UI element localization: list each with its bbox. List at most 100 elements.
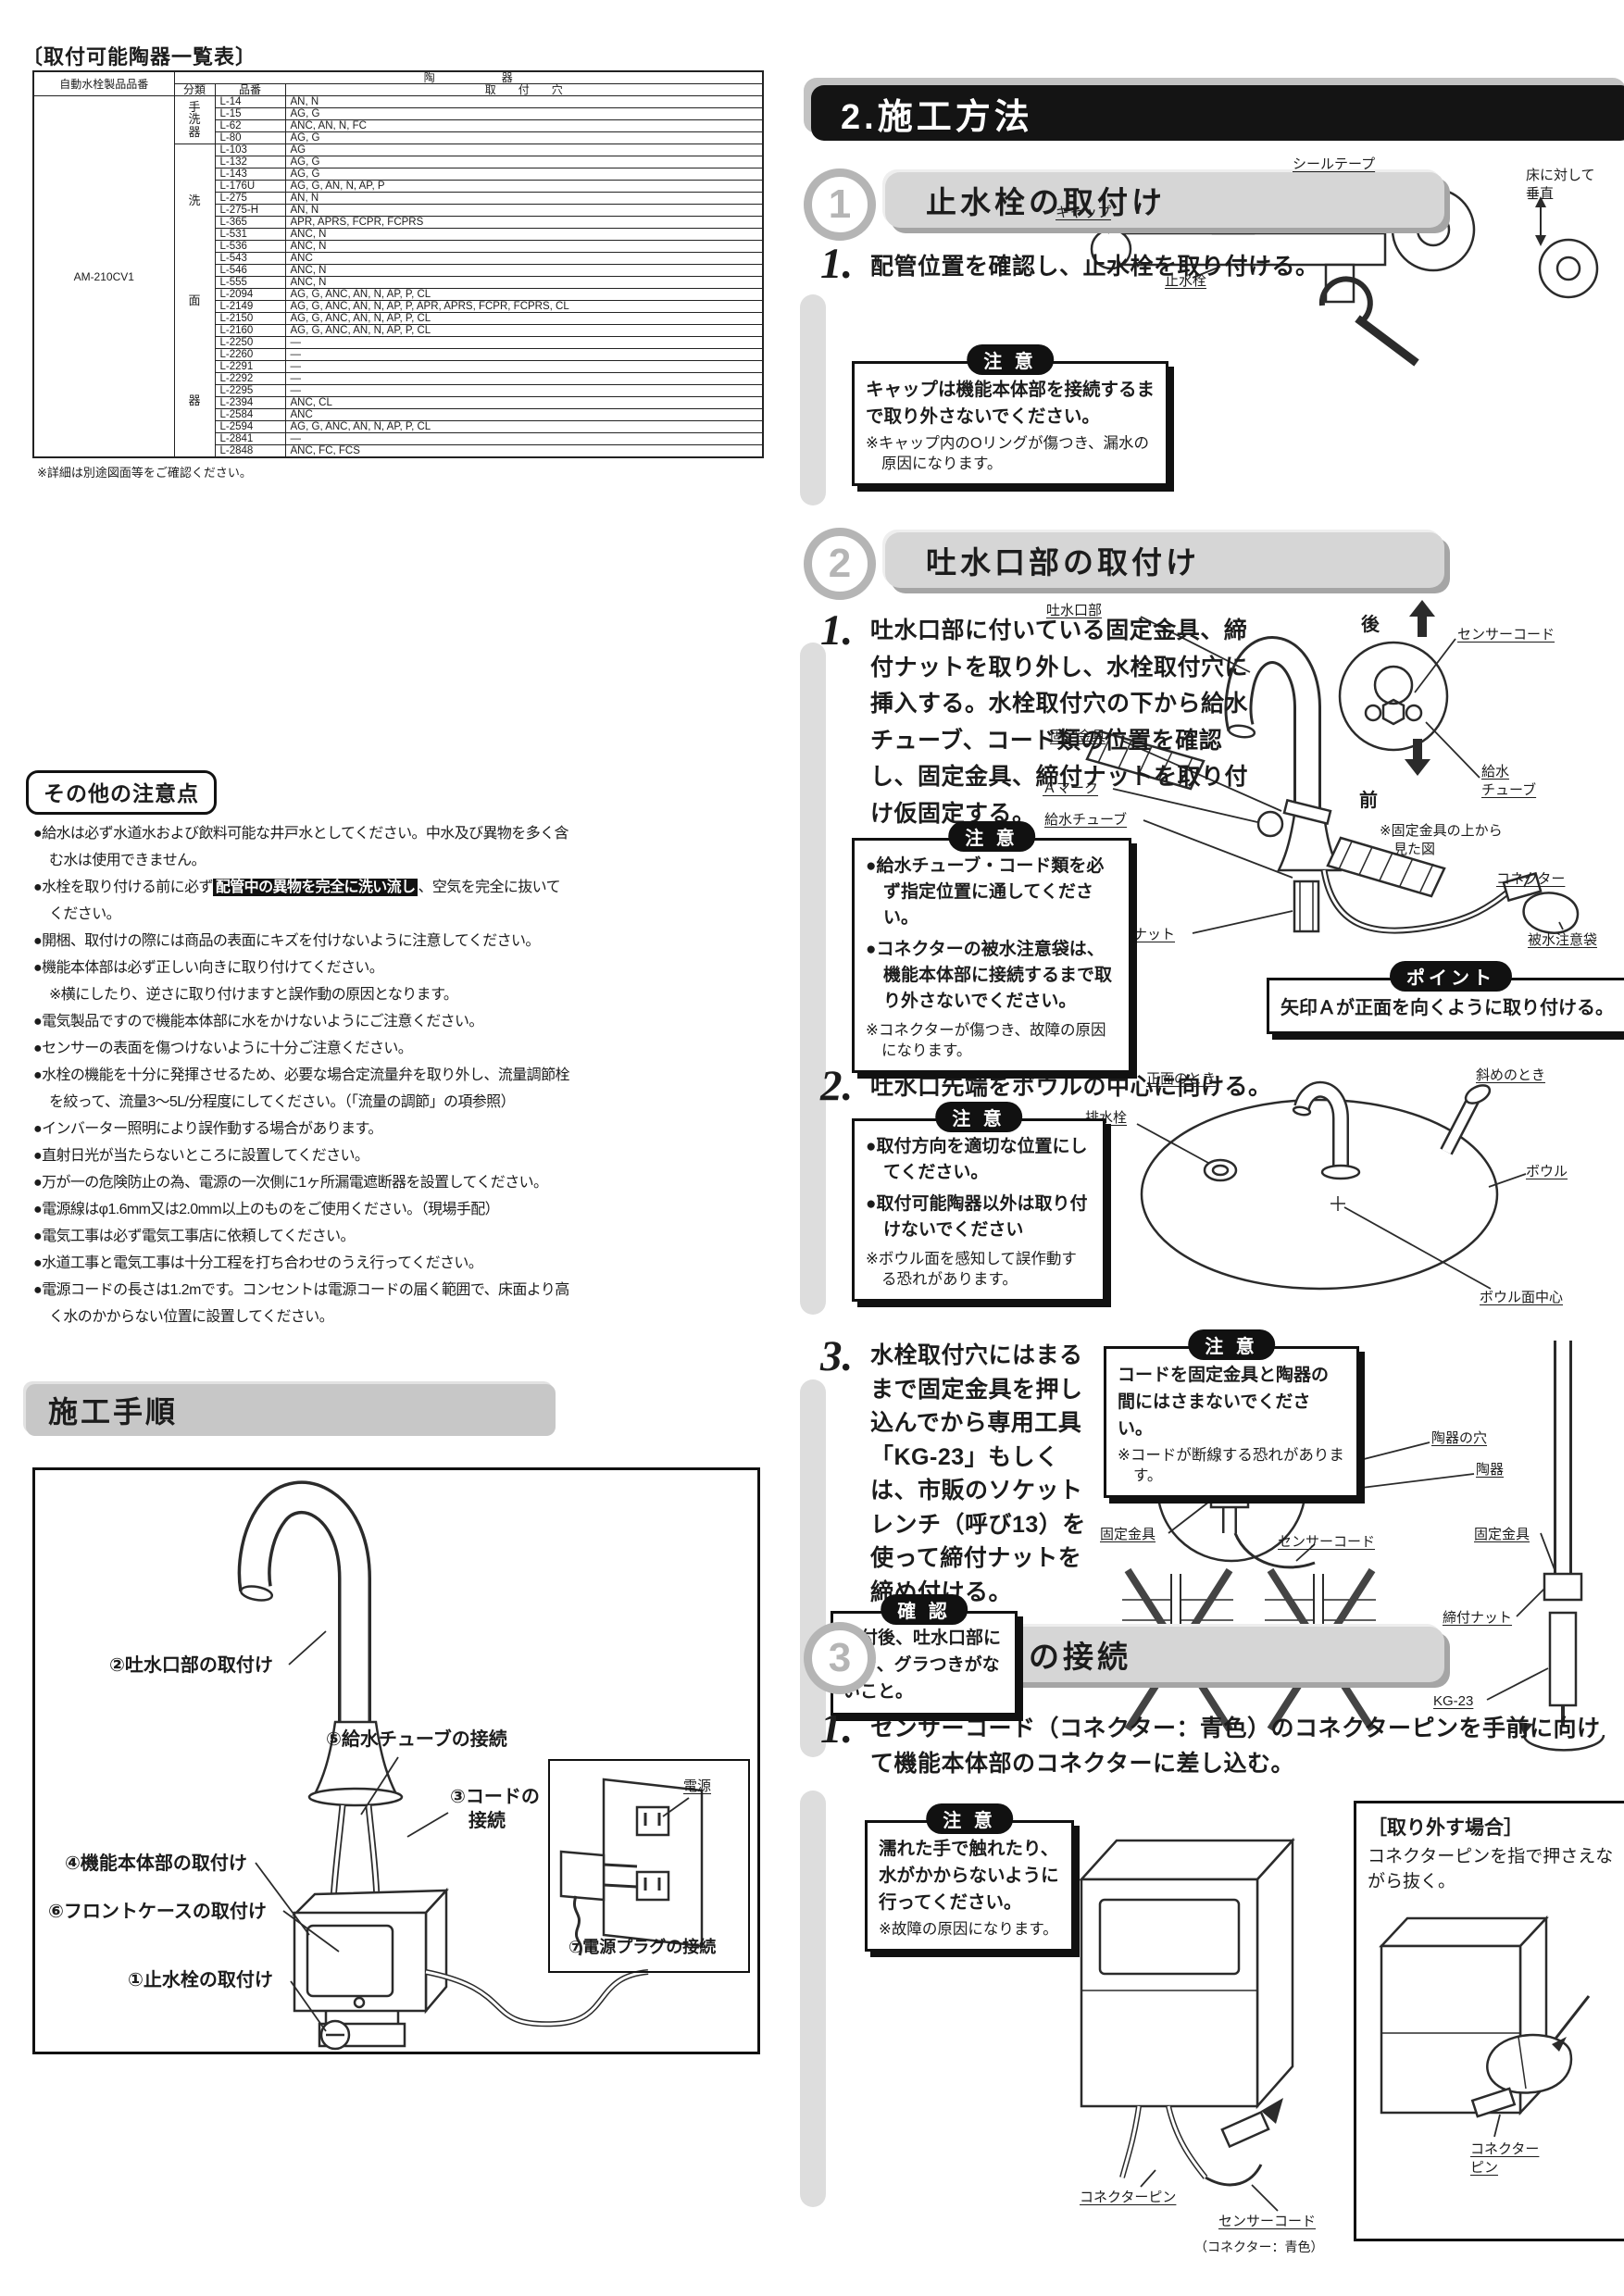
- remove-case-text: コネクターピンを指で押さえながら抜く。: [1368, 1847, 1614, 1891]
- section-title-1: 止水栓の取付け: [885, 172, 1444, 228]
- part-number-cell: L-2250: [214, 336, 286, 349]
- mount-holes-cell: AG, G: [284, 131, 764, 144]
- label-topview-note: ※固定金具の上から 見た図: [1380, 823, 1503, 857]
- col-header-part: 品番: [214, 83, 286, 96]
- mount-holes-cell: AN, N: [284, 95, 764, 108]
- caution-note: ※コネクターが傷つき、故障の原因になります。: [866, 1022, 1106, 1059]
- mount-holes-cell: AG, G, ANC, AN, N, AP, P, CL: [284, 288, 764, 301]
- label-front: 前: [1359, 791, 1378, 811]
- note-item: ●電気製品ですので機能本体部に水をかけないようにご注意ください。: [33, 1014, 483, 1029]
- part-number-cell: L-132: [214, 156, 286, 168]
- label-fixing-bracket1: 固定金具: [1050, 729, 1106, 744]
- mount-holes-cell: AG: [284, 144, 764, 156]
- table-row: L-2841—: [33, 432, 764, 445]
- part-number-cell: L-2594: [214, 420, 286, 433]
- caution-bullet: ●給水チューブ・コード類を必ず指定位置に通してください。: [866, 856, 1105, 928]
- part-number-cell: L-2292: [214, 372, 286, 385]
- caution-bullet: ●コネクターの被水注意袋は、機能本体部に接続するまで取り外さないでください。: [866, 940, 1113, 1011]
- label-supply-tube-l: 給水チューブ: [1044, 812, 1128, 828]
- other-notes-list: ●給水は必ず水道水および飲料可能な井戸水としてください。中水及び異物を多く含む水…: [33, 820, 570, 1330]
- remove-case-title: ［取り外す場合］: [1368, 1817, 1523, 1839]
- part-number-cell: L-275-H: [214, 204, 286, 217]
- mount-holes-cell: AG, G, AN, N, AP, P: [284, 180, 764, 193]
- part-number-cell: L-2150: [214, 312, 286, 325]
- mount-holes-cell: AG, G, ANC, AN, N, AP, P, CL: [284, 420, 764, 433]
- mount-holes-cell: AG, G: [284, 107, 764, 120]
- mount-holes-cell: AN, N: [284, 192, 764, 205]
- note-item: ●電気工事は必ず電気工事店に依頼してください。: [33, 1229, 356, 1244]
- label-connector-pin2: コネクター ピン: [1470, 2141, 1540, 2176]
- point-tag: ポイント: [1390, 961, 1512, 992]
- label-kg23: KG-23: [1433, 1693, 1474, 1709]
- point-box: ポイント 矢印Ａが正面を向くように取り付ける。: [1267, 961, 1624, 1034]
- caution-box-2: 注 意 ●給水チューブ・コード類を必ず指定位置に通してください。 ●コネクターの…: [852, 821, 1131, 1073]
- mount-holes-cell: ANC, N: [284, 264, 764, 277]
- label-sensor-cord2: センサーコード: [1278, 1534, 1376, 1550]
- note-item: ●インバーター照明により誤作動する場合があります。: [33, 1121, 382, 1137]
- bowl-aim-art: [1136, 1080, 1527, 1291]
- section-number-1: 1: [804, 168, 876, 241]
- part-number-cell: L-275: [214, 192, 286, 205]
- caution-tag: 注 意: [967, 344, 1054, 375]
- highlighted-note-text: 配管中の異物を完全に洗い流し: [212, 879, 418, 896]
- label-stopvalve-install: ①止水栓の取付け: [128, 1970, 273, 1990]
- label-angled-case: 斜めのとき: [1476, 1067, 1546, 1083]
- caution-note: ※ボウル面を感知して誤作動する恐れがあります。: [866, 1251, 1077, 1288]
- part-number-cell: L-143: [214, 168, 286, 181]
- note-item: ●水栓の機能を十分に発揮させるため、必要な場合定流量弁を取り外し、流量調節栓を絞…: [33, 1067, 569, 1110]
- caution-note: ※故障の原因になります。: [879, 1921, 1058, 1938]
- col-header-ceramic-group: 陶 器: [173, 70, 764, 84]
- caution-box-3: 注 意 ●取付方向を適切な位置にしてください。 ●取付可能陶器以外は取り付けない…: [852, 1102, 1106, 1302]
- part-number-cell: L-555: [214, 276, 286, 289]
- mount-holes-cell: —: [284, 372, 764, 385]
- caution-tag: 注 意: [935, 1102, 1022, 1132]
- step-bar: [800, 643, 826, 1135]
- label-cord-connect: ③コードの 接続: [450, 1787, 540, 1831]
- step-bar: [800, 1791, 826, 2207]
- section-title-2: 吐水口部の取付け: [885, 532, 1444, 588]
- label-a-mark: Ａマーク: [1043, 780, 1099, 796]
- mount-holes-cell: ANC: [284, 252, 764, 265]
- step-text: 吐水口部に付いている固定金具、締付ナットを取り外し、水栓取付穴に挿入する。水栓取…: [870, 618, 1249, 827]
- mount-holes-cell: —: [284, 384, 764, 397]
- part-number-cell: L-2848: [214, 444, 286, 458]
- caution-bullet: ●取付方向を適切な位置にしてください。: [866, 1137, 1088, 1182]
- step-number: 1.: [820, 240, 854, 288]
- col-header-product: 自動水栓製品品番: [32, 70, 175, 96]
- part-number-cell: L-14: [214, 95, 286, 108]
- part-number-cell: L-62: [214, 119, 286, 132]
- mount-holes-cell: AG, G, ANC, AN, N, AP, P, CL: [284, 324, 764, 337]
- part-number-cell: L-176U: [214, 180, 286, 193]
- mount-holes-cell: AG, G: [284, 156, 764, 168]
- part-number-cell: L-365: [214, 216, 286, 229]
- category-cell: 洗面器: [173, 144, 216, 458]
- note-item: ●給水は必ず水道水および飲料可能な井戸水としてください。中水及び異物を多く含む水…: [33, 826, 569, 868]
- label-connector-pin: コネクターピン: [1080, 2190, 1177, 2205]
- mount-holes-cell: ANC, N: [284, 240, 764, 253]
- section2-banner: 2.施工方法: [811, 85, 1624, 141]
- caution-note: ※キャップ内のOリングが傷つき、漏水の原因になります。: [866, 435, 1150, 472]
- step-bar: [800, 1379, 826, 1757]
- step-text: 吐水口先端をボウルの中心に向ける。: [870, 1074, 1272, 1100]
- part-number-cell: L-2149: [214, 300, 286, 313]
- part-number-cell: L-2295: [214, 384, 286, 397]
- caution-note: ※コードが断線する恐れがあります。: [1118, 1447, 1344, 1484]
- col-header-category: 分類: [173, 83, 216, 96]
- label-stop-valve: 止水栓: [1165, 273, 1207, 289]
- label-ceramic-hole: 陶器の穴: [1431, 1430, 1488, 1446]
- product-code-cell: AM-210CV1: [32, 95, 175, 458]
- part-number-cell: L-2160: [214, 324, 286, 337]
- step-number: 1.: [820, 606, 854, 655]
- part-number-cell: L-2394: [214, 396, 286, 409]
- mount-holes-cell: ANC, CL: [284, 396, 764, 409]
- step-number: 3.: [820, 1332, 854, 1380]
- part-number-cell: L-2291: [214, 360, 286, 373]
- label-fixing-bracket3: 固定金具: [1474, 1527, 1530, 1542]
- label-supply-tube-r: 給水 チューブ: [1481, 764, 1537, 798]
